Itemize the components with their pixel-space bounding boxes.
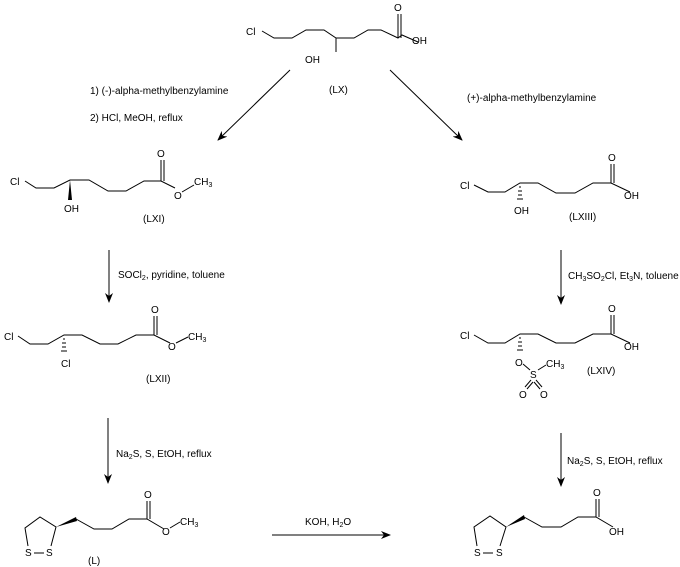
bond-chain <box>473 333 631 344</box>
bond-chain <box>523 516 614 528</box>
compound-L: S S O O CH3 (L) <box>24 490 198 567</box>
atom-o: O <box>144 490 152 501</box>
compound-LXII: Cl O O CH3 Cl (LXII) <box>4 305 206 385</box>
atom-o: O <box>394 3 402 14</box>
compound-label: (LXII) <box>146 374 170 385</box>
atom-o: O <box>157 149 165 160</box>
atom-acid-oh: OH <box>624 342 639 353</box>
compound-label: (L) <box>88 556 100 567</box>
compound-label: (LXI) <box>143 214 165 225</box>
compound-label: (LXIV) <box>587 366 615 377</box>
reagent-na2s-right: Na2S, S, EtOH, reflux <box>567 456 663 468</box>
compound-product: S S O OH <box>473 488 624 559</box>
bond-chain <box>473 182 631 194</box>
bond-wedge <box>68 180 72 200</box>
atom-ester-o: O <box>174 191 182 202</box>
bond-hash <box>61 338 67 352</box>
bond-hash <box>517 337 523 351</box>
atom-o: O <box>608 304 616 315</box>
atom-ch3: CH3 <box>188 332 206 344</box>
atom-cl: Cl <box>10 177 19 188</box>
atom-cl: Cl <box>4 332 13 343</box>
atom-ester-o: O <box>162 527 170 538</box>
atom-oh: OH <box>64 204 79 215</box>
reagent-koh: KOH, H2O <box>305 517 351 529</box>
atom-ms-o: O <box>515 358 523 369</box>
atom-ch3: CH3 <box>180 517 198 529</box>
atom-o: O <box>608 153 616 164</box>
atom-acid-oh: OH <box>624 191 639 202</box>
reagent-left-step1: 1) (-)-alpha-methylbenzylamine <box>90 86 229 97</box>
atom-so1: O <box>519 390 527 401</box>
bond-chain <box>75 518 165 530</box>
atom-o: O <box>593 488 601 499</box>
reagent-mscl: CH3SO2Cl, Et3N, toluene <box>568 271 679 283</box>
reagent-socl2: SOCl2, pyridine, toluene <box>118 270 225 282</box>
atom-acid-oh: OH <box>609 527 624 538</box>
reagent-left-step2: 2) HCl, MeOH, reflux <box>90 113 183 124</box>
atom-ms-ch3: CH3 <box>546 359 564 371</box>
atom-s2: S <box>496 548 503 559</box>
bond-hash <box>517 186 523 200</box>
atom-s2: S <box>46 548 53 559</box>
atom-cl: Cl <box>460 331 469 342</box>
compound-label: (LXIII) <box>569 212 596 223</box>
bond-wedge <box>56 517 77 527</box>
compound-LX: Cl O OH OH (LX) <box>246 3 427 96</box>
atom-cl2: Cl <box>61 359 70 370</box>
arrow-left-diagonal <box>217 69 291 141</box>
atom-o: O <box>151 305 159 316</box>
bond-chain <box>24 179 176 192</box>
compound-LXIV: Cl O OH O S CH3 O O (LXIV) <box>460 304 639 401</box>
compound-label: (LX) <box>329 85 348 96</box>
arrow-right-diagonal <box>389 69 463 141</box>
atom-s: S <box>530 370 537 381</box>
reagent-right-step: (+)-alpha-methylbenzylamine <box>467 93 597 104</box>
bond-ring <box>473 515 507 547</box>
atom-so2: O <box>540 390 548 401</box>
atom-oh: OH <box>305 55 320 66</box>
atom-cl: Cl <box>246 27 255 38</box>
bond-wedge <box>506 515 525 527</box>
compound-LXIII: Cl O OH OH (LXIII) <box>460 153 639 223</box>
atom-acid-oh: OH <box>412 36 427 47</box>
atom-s1: S <box>474 548 481 559</box>
atom-oh: OH <box>514 206 529 217</box>
bond-ring <box>24 516 57 547</box>
bond-chain <box>17 334 171 345</box>
atom-cl: Cl <box>460 181 469 192</box>
reagent-na2s-left: Na2S, S, EtOH, reflux <box>116 449 212 461</box>
atom-ch3: CH3 <box>194 177 212 189</box>
bond-chain <box>261 29 419 43</box>
atom-ester-o: O <box>168 342 176 353</box>
compound-LXI: Cl O O CH3 OH (LXI) <box>10 149 212 225</box>
atom-s1: S <box>25 548 32 559</box>
